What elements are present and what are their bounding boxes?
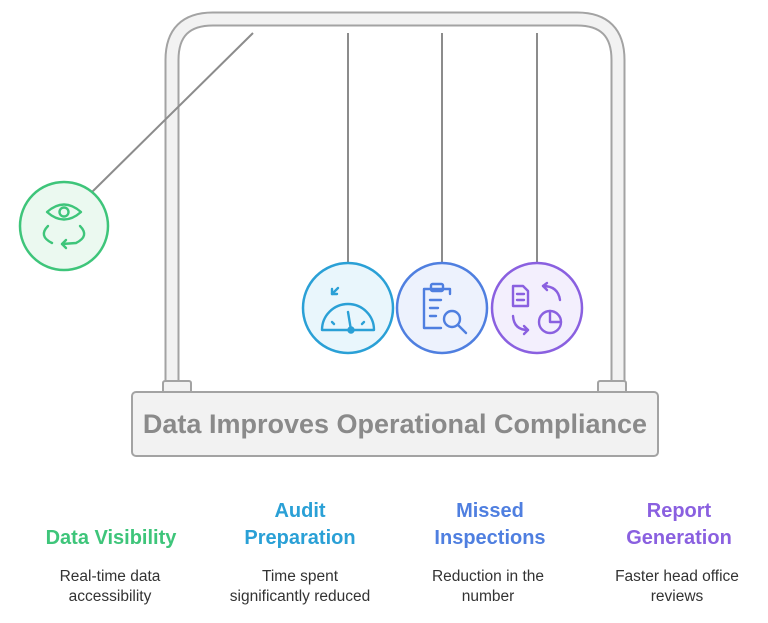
base-title: Data Improves Operational Compliance xyxy=(142,408,648,439)
ball-report xyxy=(490,261,584,355)
clipboard-search-icon xyxy=(422,282,468,335)
item-desc-inspections: Reduction in the number xyxy=(431,568,545,605)
item-desc-visibility: Real-time data accessibility xyxy=(59,568,161,605)
string-visibility xyxy=(91,32,254,193)
item-desc-report: Faster head office reviews xyxy=(615,568,739,605)
item-title-audit: Audit Preparation xyxy=(244,500,356,549)
ball-inspections xyxy=(395,261,489,355)
ball-audit xyxy=(301,261,395,355)
cradle-frame-inner xyxy=(166,13,624,386)
cradle-base xyxy=(131,391,659,457)
ball-visibility xyxy=(18,180,110,272)
item-title-report: Report Generation xyxy=(626,500,732,549)
item-title-visibility: Data Visibility xyxy=(45,527,177,549)
item-desc-audit: Time spent significantly reduced xyxy=(229,568,371,605)
item-title-inspections: Missed Inspections xyxy=(434,500,546,549)
eye-cycle-icon xyxy=(42,203,86,250)
document-chart-cycle-icon xyxy=(511,281,563,336)
speedometer-icon xyxy=(320,286,376,334)
